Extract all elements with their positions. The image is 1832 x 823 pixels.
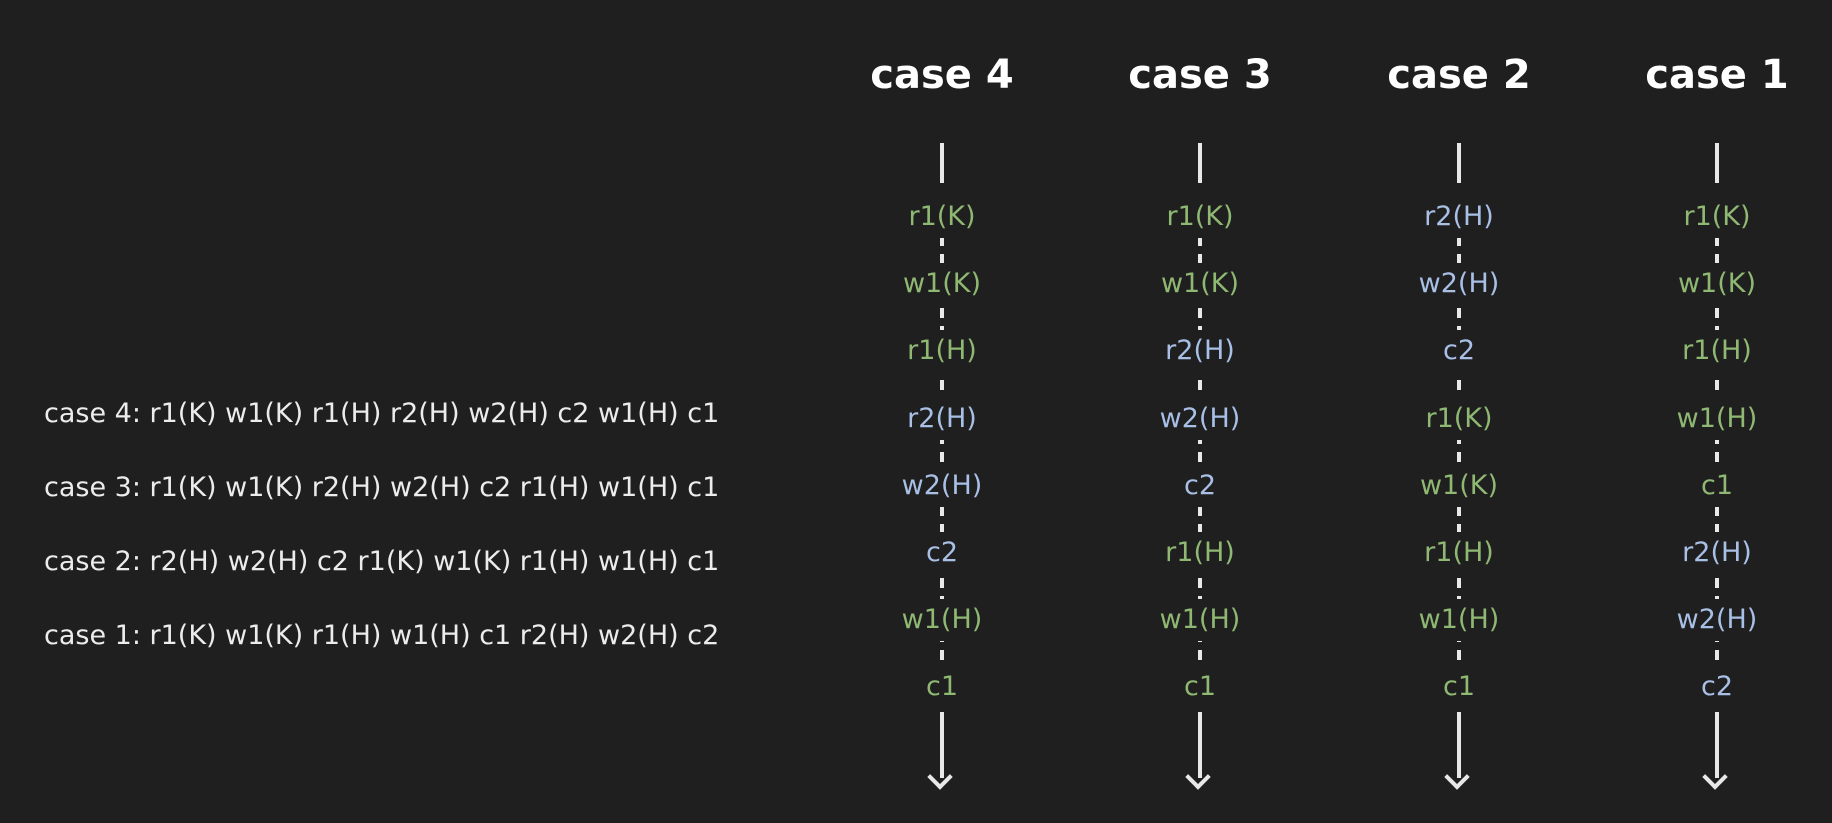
operation-label: r1(H) <box>1418 531 1500 574</box>
schedule-list: case 4: r1(K) w1(K) r1(H) r2(H) w2(H) c2… <box>44 388 719 684</box>
operation-label: w2(H) <box>895 464 989 507</box>
operation-label: w1(K) <box>1154 263 1246 306</box>
operation: r1(H) <box>1339 531 1579 599</box>
timeline-column-case-4: case 4 r1(K) w1(K) r1(H) r2(H) w2(H) c2 w1(H) c1 <box>822 0 1062 823</box>
operation: r2(H) <box>822 397 1062 465</box>
timeline-dashed-line <box>1457 200 1461 700</box>
column-title: case 1 <box>1645 52 1789 98</box>
arrow-down-icon <box>1702 764 1728 790</box>
operation-label: c1 <box>1177 666 1223 709</box>
operation-label: w1(H) <box>1412 599 1506 642</box>
schedule-case-1: case 1: r1(K) w1(K) r1(H) w1(H) c1 r2(H)… <box>44 620 720 651</box>
timeline-arrow-shaft <box>1457 712 1461 778</box>
operation-label: c1 <box>919 666 965 709</box>
operation-label: r2(H) <box>1418 196 1500 238</box>
operation-label: c2 <box>919 531 965 574</box>
operation-label: r1(K) <box>1677 196 1757 238</box>
timeline-start-line <box>940 143 944 183</box>
operation-label: r1(K) <box>902 196 982 238</box>
operation: r1(K) <box>822 196 1062 263</box>
operation: w1(K) <box>1080 263 1320 330</box>
operation-label: r2(H) <box>901 397 983 440</box>
operation-label: c2 <box>1177 464 1223 507</box>
timeline-column-case-3: case 3 r1(K) w1(K) r2(H) w2(H) c2 r1(H) w1(H) c1 <box>1080 0 1320 823</box>
operation-label: r2(H) <box>1159 330 1241 373</box>
operation-label: w2(H) <box>1153 397 1247 440</box>
operation-label: w1(H) <box>1153 599 1247 642</box>
operation-label: r1(K) <box>1419 397 1499 440</box>
schedule-case-3: case 3: r1(K) w1(K) r2(H) w2(H) c2 r1(H)… <box>44 472 720 503</box>
operation-label: w1(K) <box>1671 263 1763 306</box>
operation-label: c2 <box>1694 666 1740 709</box>
operation: r2(H) <box>1339 196 1579 263</box>
timeline-column-case-2: case 2 r2(H) w2(H) c2 r1(K) w1(K) r1(H) w1(H) c1 <box>1339 0 1579 823</box>
timeline-arrow-shaft <box>1715 712 1719 778</box>
arrow-down-icon <box>1444 764 1470 790</box>
operation-label: w2(H) <box>1670 599 1764 642</box>
operation-label: r1(H) <box>1159 531 1241 574</box>
operation: w1(K) <box>1339 464 1579 532</box>
operation: r2(H) <box>1080 330 1320 397</box>
operation-label: c2 <box>1436 330 1482 373</box>
timeline-dashed-line <box>940 200 944 700</box>
timeline-start-line <box>1457 143 1461 183</box>
operation: w2(H) <box>1597 599 1832 666</box>
operation: w2(H) <box>822 464 1062 532</box>
operation: w2(H) <box>1339 263 1579 330</box>
operation: w1(K) <box>1597 263 1832 330</box>
operation: c2 <box>1080 464 1320 532</box>
operation: r2(H) <box>1597 531 1832 599</box>
operation-label: r1(H) <box>1676 330 1758 373</box>
arrow-down-icon <box>1185 764 1211 790</box>
operation-list: r1(K) w1(K) r1(H) r2(H) w2(H) c2 w1(H) c1 <box>822 196 1062 734</box>
operation-list: r2(H) w2(H) c2 r1(K) w1(K) r1(H) w1(H) c1 <box>1339 196 1579 734</box>
operation: r1(H) <box>822 330 1062 397</box>
timeline-arrow-shaft <box>1198 712 1202 778</box>
operation-label: r1(H) <box>901 330 983 373</box>
schedule-case-2: case 2: r2(H) w2(H) c2 r1(K) w1(K) r1(H)… <box>44 546 720 577</box>
operation: w2(H) <box>1080 397 1320 465</box>
operation: c1 <box>822 666 1062 733</box>
timeline-dashed-line <box>1198 200 1202 700</box>
timeline-arrow-shaft <box>940 712 944 778</box>
operation-list: r1(K) w1(K) r1(H) w1(H) c1 r2(H) w2(H) c2 <box>1597 196 1832 734</box>
arrow-down-icon <box>927 764 953 790</box>
operation-label: r2(H) <box>1676 531 1758 574</box>
schedule-case-4: case 4: r1(K) w1(K) r1(H) r2(H) w2(H) c2… <box>44 398 720 429</box>
column-title: case 4 <box>870 52 1014 98</box>
operation: r1(H) <box>1080 531 1320 599</box>
operation-label: w1(K) <box>1413 464 1505 507</box>
operation: w1(K) <box>822 263 1062 330</box>
operation: c2 <box>1597 666 1832 733</box>
operation: r1(K) <box>1597 196 1832 263</box>
timeline-start-line <box>1198 143 1202 183</box>
operation: r1(K) <box>1339 397 1579 465</box>
timeline-start-line <box>1715 143 1719 183</box>
operation-label: c1 <box>1436 666 1482 709</box>
column-title: case 2 <box>1387 52 1531 98</box>
operation: w1(H) <box>822 599 1062 666</box>
operation-list: r1(K) w1(K) r2(H) w2(H) c2 r1(H) w1(H) c1 <box>1080 196 1320 734</box>
operation-label: c1 <box>1694 464 1740 507</box>
operation-label: w1(H) <box>1670 397 1764 440</box>
operation: r1(H) <box>1597 330 1832 397</box>
operation: c1 <box>1339 666 1579 733</box>
operation: c2 <box>1339 330 1579 397</box>
operation-label: w1(K) <box>896 263 988 306</box>
operation-label: r1(K) <box>1160 196 1240 238</box>
operation: c1 <box>1080 666 1320 733</box>
operation: w1(H) <box>1080 599 1320 666</box>
operation: w1(H) <box>1597 397 1832 465</box>
operation: r1(K) <box>1080 196 1320 263</box>
operation: c2 <box>822 531 1062 599</box>
timeline-dashed-line <box>1715 200 1719 700</box>
operation-label: w2(H) <box>1412 263 1506 306</box>
operation: w1(H) <box>1339 599 1579 666</box>
column-title: case 3 <box>1128 52 1272 98</box>
operation-label: w1(H) <box>895 599 989 642</box>
timeline-column-case-1: case 1 r1(K) w1(K) r1(H) w1(H) c1 r2(H) w2(H) c2 <box>1597 0 1832 823</box>
operation: c1 <box>1597 464 1832 532</box>
